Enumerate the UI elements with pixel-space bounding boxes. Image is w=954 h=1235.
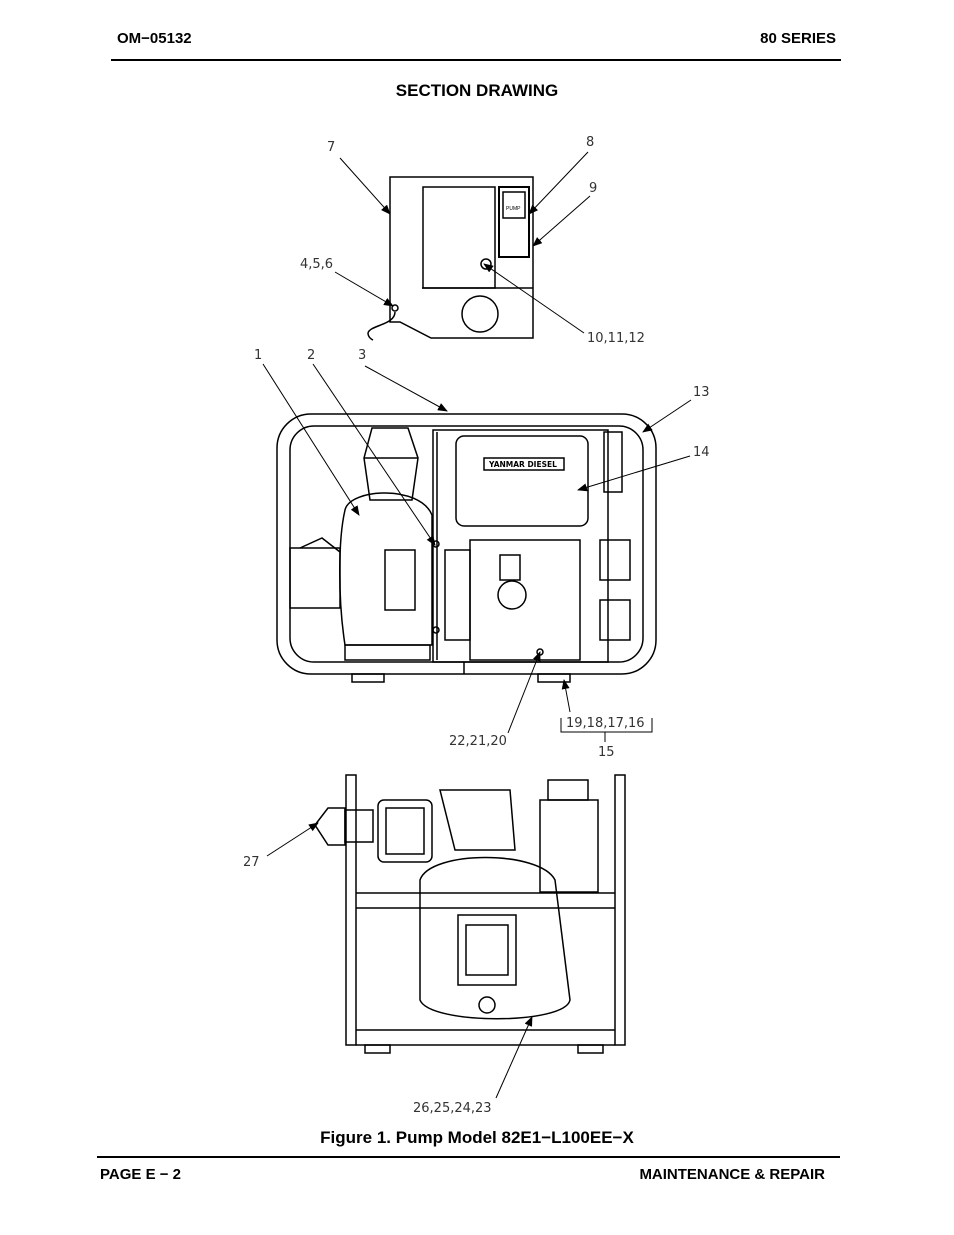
series-label: 80 SERIES — [760, 30, 836, 47]
pump-end-view — [314, 774, 626, 1054]
callout-14: 14 — [693, 445, 710, 460]
callout-4-5-6: 4,5,6 — [300, 257, 333, 272]
callout-9: 9 — [589, 181, 597, 196]
header-rule — [111, 59, 841, 61]
callout-26-25-24-23: 26,25,24,23 — [413, 1101, 492, 1116]
pump-side-view — [276, 413, 657, 683]
callout-22-21-20: 22,21,20 — [449, 734, 507, 749]
callout-27: 27 — [243, 855, 260, 870]
figure-caption: Figure 1. Pump Model 82E1−L100EE−X — [320, 1128, 634, 1147]
callout-3: 3 — [358, 348, 366, 363]
callout-2: 2 — [307, 348, 315, 363]
callout-19-18-17-16: 19,18,17,16 — [566, 716, 645, 731]
callout-8: 8 — [586, 135, 594, 150]
callout-7: 7 — [327, 140, 335, 155]
svg-text:PUMP: PUMP — [506, 206, 521, 212]
page-number: PAGE E − 2 — [100, 1166, 182, 1183]
doc-id: OM−05132 — [117, 30, 192, 47]
callout-13: 13 — [693, 385, 710, 400]
control-panel: PUMP — [367, 176, 534, 341]
leader-lines — [262, 151, 692, 1099]
engine-label: YANMAR DIESEL — [488, 460, 557, 469]
callout-10-11-12: 10,11,12 — [587, 331, 645, 346]
footer-rule — [97, 1156, 840, 1158]
callout-1: 1 — [254, 348, 262, 363]
section-title: SECTION DRAWING — [395, 81, 559, 100]
callout-15: 15 — [598, 745, 615, 760]
section-name: MAINTENANCE & REPAIR — [639, 1166, 825, 1183]
